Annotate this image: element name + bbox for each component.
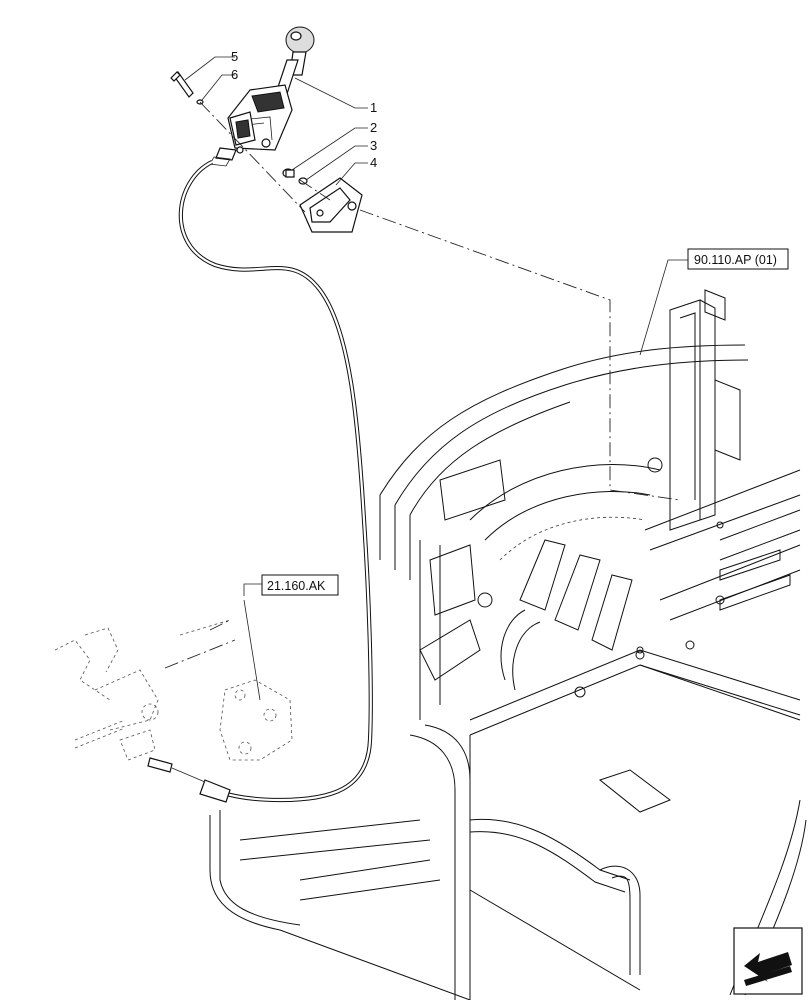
frame-reference-label: 90.110.AP (01): [694, 253, 777, 267]
callout-5: 5: [231, 49, 238, 64]
gearbox-reference-label: 21.160.AK: [267, 579, 326, 593]
washer-3: [298, 177, 308, 185]
screw-2: [282, 168, 295, 178]
gearbox-reference-box: 21.160.AK: [261, 574, 339, 596]
callout-2: 2: [370, 120, 377, 135]
arrow-icon[interactable]: [733, 927, 803, 995]
gear-lever-assembly: [209, 26, 315, 167]
callout-4: 4: [370, 155, 377, 170]
callout-1: 1: [370, 100, 377, 115]
callout-3: 3: [370, 138, 377, 153]
shift-cable: [147, 160, 373, 803]
leader-lines: [164, 56, 688, 701]
frame-reference-box: 90.110.AP (01): [687, 248, 789, 270]
selector-forks: [54, 619, 293, 761]
callout-6: 6: [231, 67, 238, 82]
cab-frame: [209, 289, 807, 1000]
bolt-5: [170, 71, 194, 98]
bracket-4: [299, 177, 363, 233]
callout-labels: 5 6 1 2 3 4: [231, 49, 377, 170]
